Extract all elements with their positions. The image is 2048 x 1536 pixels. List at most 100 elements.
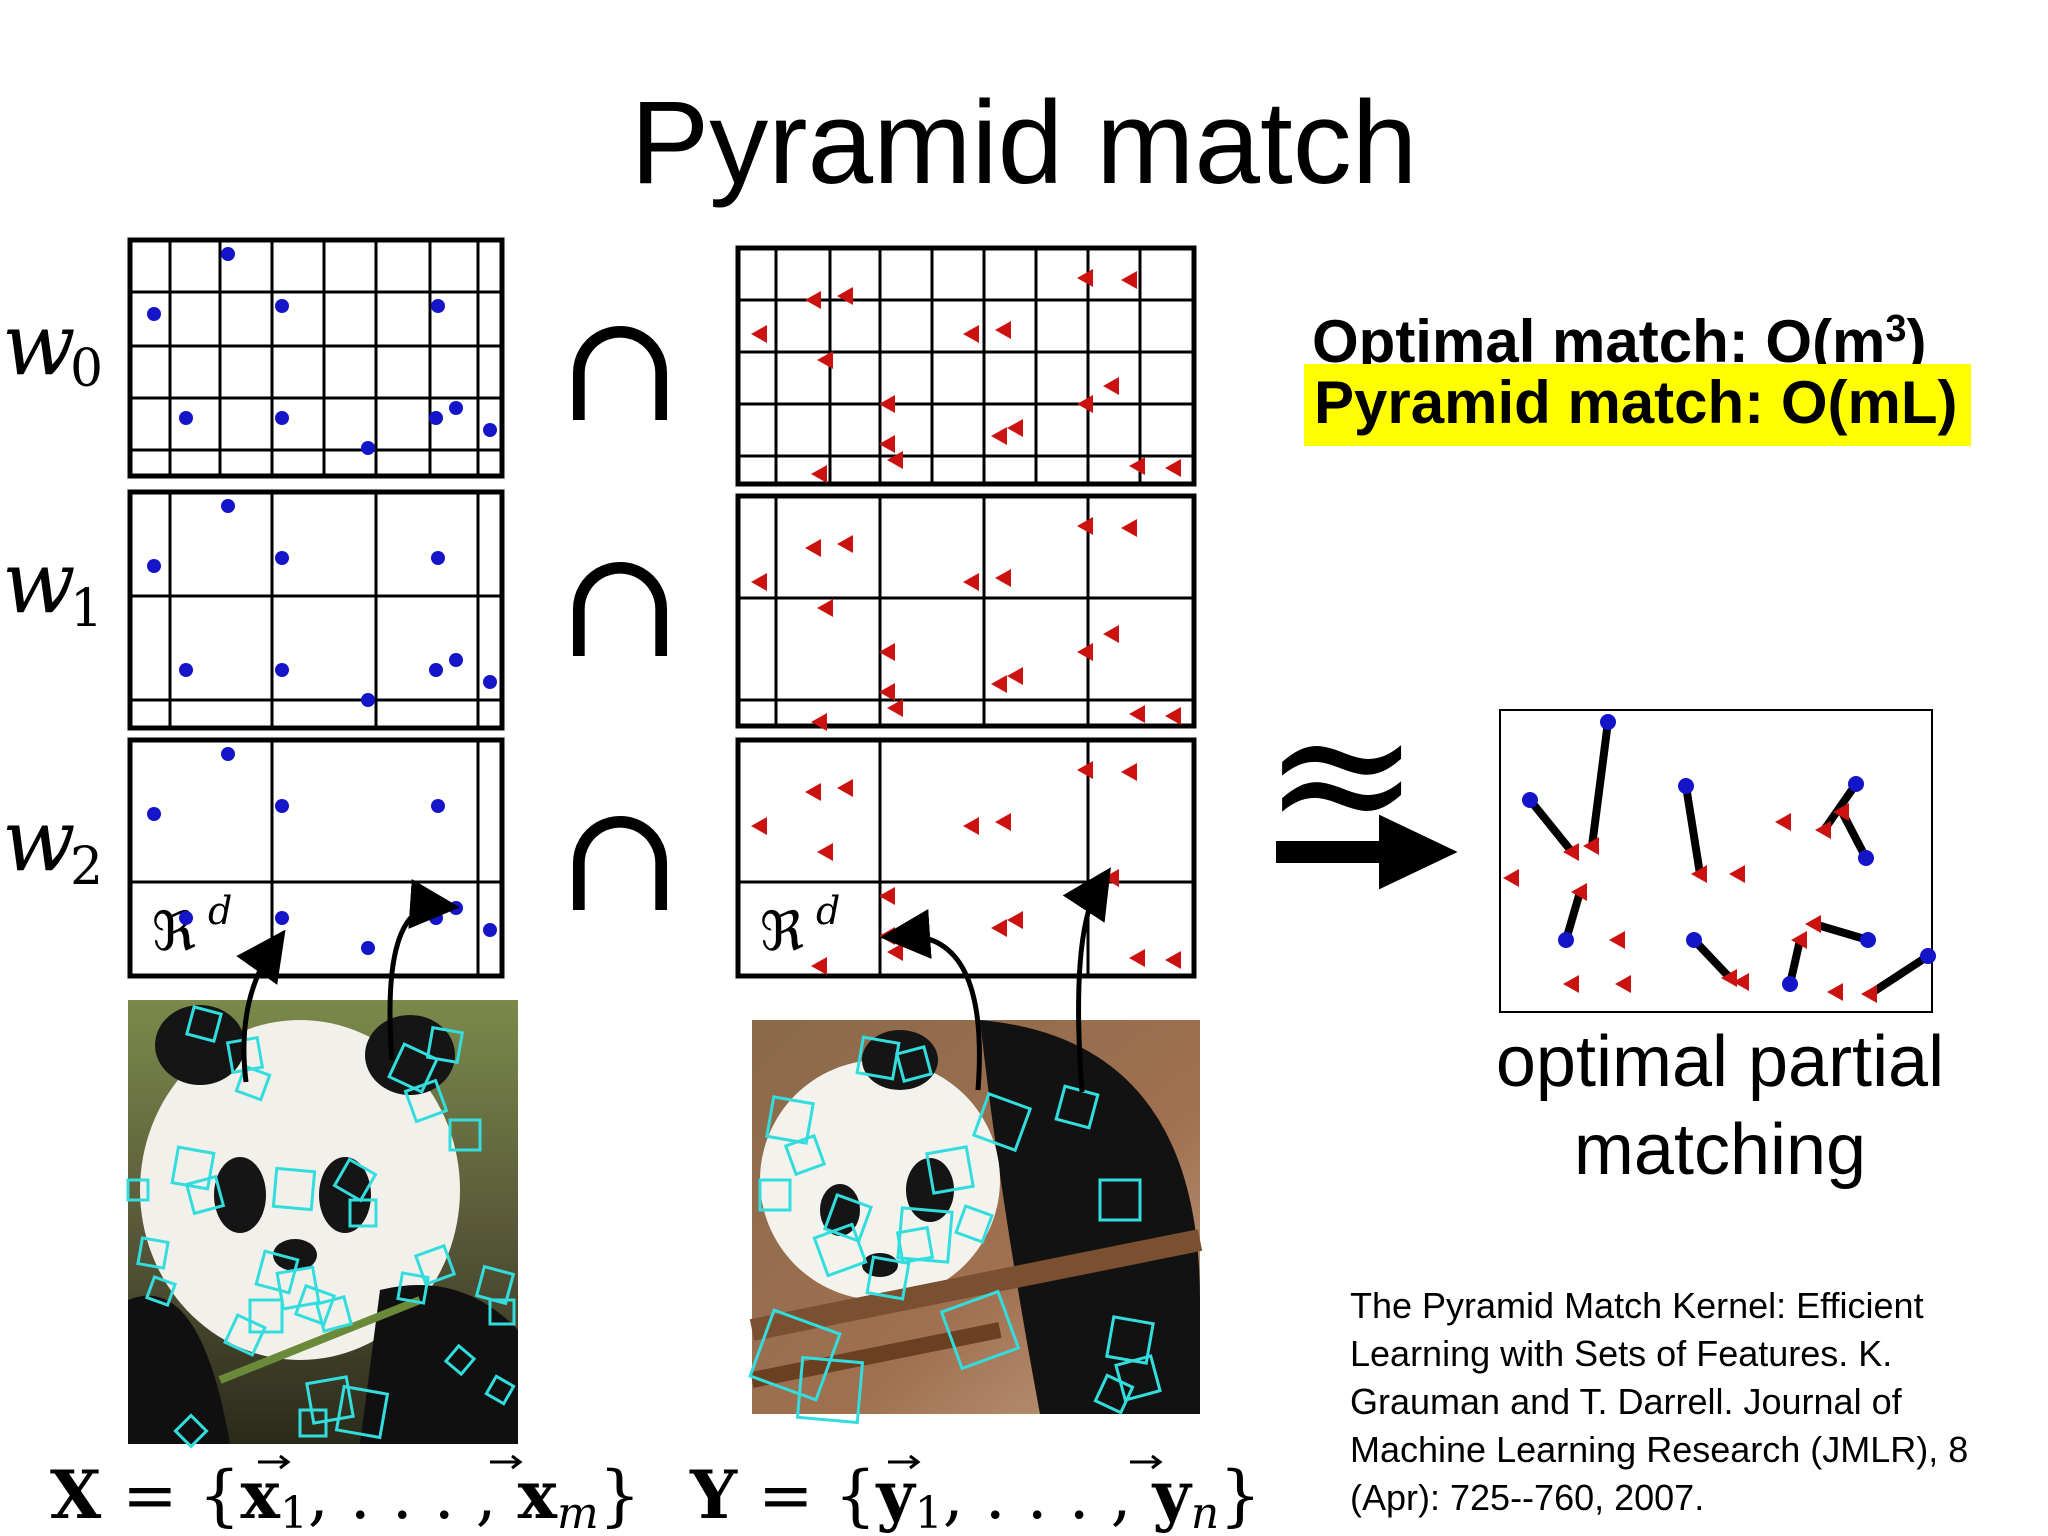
- optimal-match-complexity: Optimal match: O(m3): [1312, 294, 1927, 377]
- space-label-y-sup: d: [816, 889, 840, 933]
- x-point: [1782, 976, 1798, 992]
- level-label-w2-sub: 2: [70, 837, 103, 897]
- y-point: [811, 957, 827, 975]
- feature-box: [223, 1313, 267, 1357]
- feature-box: [895, 1045, 933, 1083]
- panda-image-y: [749, 1020, 1203, 1414]
- x-point: [361, 693, 375, 707]
- y-point: [1007, 419, 1023, 437]
- space-label-x: ℜ d: [152, 889, 232, 963]
- feature-box: [144, 1274, 178, 1308]
- x-point: [483, 423, 497, 437]
- level-label-w1-sub: 1: [70, 579, 103, 639]
- match-line: [1812, 920, 1870, 944]
- match-line: [1867, 952, 1931, 998]
- feature-box: [136, 1236, 170, 1270]
- x-point: [221, 247, 235, 261]
- arrow-x-1: [236, 929, 286, 1083]
- y-point: [995, 813, 1011, 831]
- feature-boxes-x: [126, 1005, 516, 1449]
- y-point: [1007, 911, 1023, 929]
- y-point: [751, 817, 767, 835]
- y-point: [991, 919, 1007, 937]
- grid-x-level-1: [127, 489, 505, 731]
- feature-box: [305, 1375, 355, 1425]
- feature-box: [748, 1308, 842, 1402]
- feature-box: [173, 1413, 209, 1449]
- panda-image-x: [128, 1000, 518, 1444]
- y-point: [1077, 761, 1093, 779]
- x-point: [431, 551, 445, 565]
- feature-box: [403, 1078, 449, 1124]
- svg-text:X = {x1, . . . , xm}: X = {x1, . . . , xm}: [50, 1456, 641, 1536]
- match-line: [1526, 797, 1576, 855]
- x-point: [1848, 776, 1864, 792]
- x-point: [221, 499, 235, 513]
- feature-box: [783, 1133, 827, 1177]
- y-point: [963, 325, 979, 343]
- matching-points: [1503, 714, 1936, 1003]
- x-point: [429, 663, 443, 677]
- y-point: [1165, 707, 1181, 725]
- y-point: [1121, 271, 1137, 289]
- x-point: [275, 299, 289, 313]
- y-point: [805, 783, 821, 801]
- level-label-w0: w 0: [2, 295, 103, 399]
- feature-box: [1093, 1373, 1135, 1415]
- y-point: [1729, 865, 1745, 883]
- feature-boxes-y: [748, 1035, 1162, 1425]
- feature-box: [170, 1145, 216, 1191]
- y-point: [879, 683, 895, 701]
- space-label-y-base: ℜ: [760, 900, 804, 963]
- feature-box: [971, 1091, 1033, 1153]
- y-point: [1503, 869, 1519, 887]
- y-point: [1103, 869, 1119, 887]
- y-point: [879, 887, 895, 905]
- set-x-eq: = {: [101, 1457, 240, 1534]
- citation-line-3: Grauman and T. Darrell. Journal of: [1350, 1381, 1902, 1422]
- feature-box: [413, 1243, 457, 1287]
- y-point: [1791, 931, 1807, 949]
- feature-box: [348, 1198, 378, 1228]
- match-line: [1562, 890, 1584, 942]
- partial-matching-caption: optimal partial matching: [1440, 1018, 2000, 1194]
- y-point: [1007, 667, 1023, 685]
- y-point: [1805, 915, 1821, 933]
- set-x-lhs: X: [50, 1456, 102, 1534]
- feature-box: [823, 1193, 873, 1243]
- y-point: [995, 321, 1011, 339]
- y-point: [1129, 457, 1145, 475]
- feature-box: [758, 1178, 792, 1212]
- y-point: [817, 843, 833, 861]
- y-point: [1721, 969, 1737, 987]
- mapping-arrows: [236, 867, 1111, 1093]
- x-point: [221, 747, 235, 761]
- y-point: [887, 943, 903, 961]
- space-label-x-base: ℜ: [152, 900, 196, 963]
- y-point: [1691, 865, 1707, 883]
- match-line: [1588, 721, 1612, 847]
- feature-box: [334, 1384, 390, 1440]
- x-point: [449, 401, 463, 415]
- y-point: [991, 675, 1007, 693]
- x-point: [431, 799, 445, 813]
- y-point: [1563, 843, 1579, 861]
- feature-box: [185, 1005, 223, 1043]
- set-x-v2: x: [518, 1456, 558, 1534]
- y-point: [887, 451, 903, 469]
- level-label-w0-name: w: [2, 295, 76, 395]
- set-x-dots: , . . . ,: [308, 1457, 518, 1534]
- set-y-s2: n: [1191, 1488, 1219, 1536]
- arrow-y-1: [880, 909, 982, 1091]
- citation-line-2: Learning with Sets of Features. K.: [1350, 1333, 1893, 1374]
- y-point: [963, 817, 979, 835]
- y-point: [1129, 949, 1145, 967]
- y-point: [817, 599, 833, 617]
- x-point: [179, 663, 193, 677]
- feature-box: [448, 1118, 482, 1152]
- x-point: [1678, 778, 1694, 794]
- feature-box: [939, 1289, 1021, 1371]
- set-y-s1: 1: [915, 1488, 943, 1536]
- feature-box: [954, 1204, 994, 1244]
- y-point: [879, 435, 895, 453]
